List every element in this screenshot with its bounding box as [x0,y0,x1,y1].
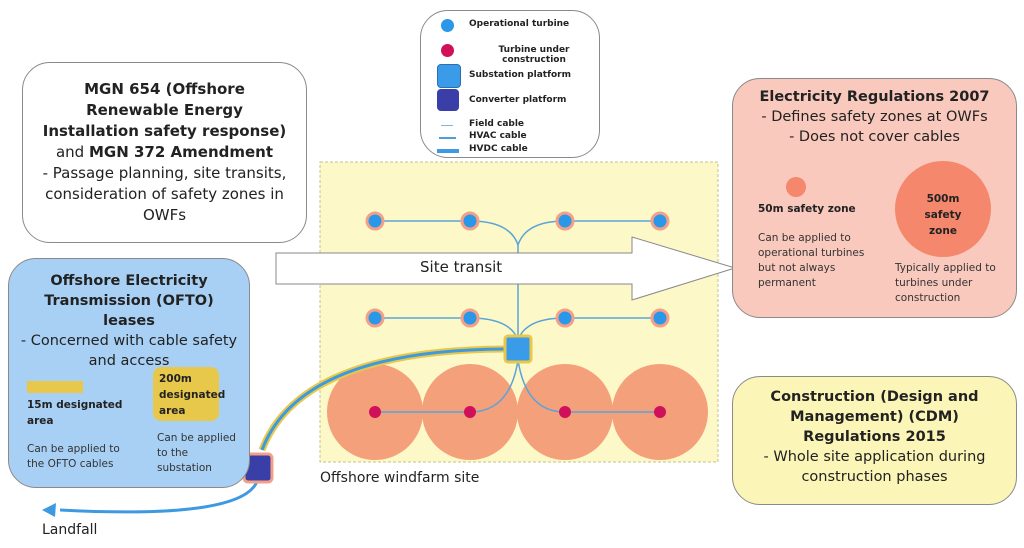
substation-icon [437,64,461,88]
legend: Operational turbine Turbine under constr… [420,10,600,158]
mgn-amendment: MGN 372 Amendment [88,143,274,161]
mgn-box: MGN 654 (Offshore Renewable Energy Insta… [22,62,307,243]
windfarm-site-label: Offshore windfarm site [320,470,480,486]
ofto-title: Offshore Electricity Transmission (OFTO)… [44,273,214,329]
field-cable-icon [441,125,453,126]
50m-zone-label: 50m safety zone [758,203,856,215]
ofto-box: Offshore Electricity Transmission (OFTO)… [8,258,250,488]
landfall-arrowhead [42,503,56,517]
cdm-desc: - Whole site application during construc… [763,449,986,485]
50m-zone-icon [786,177,806,197]
electricity-regulations-box: Electricity Regulations 2007 - Defines s… [732,78,1017,318]
legend-field-cable: Field cable [469,119,525,129]
landfall-cable [59,477,260,514]
mgn-title: MGN 654 (Offshore Renewable Energy Insta… [42,80,287,140]
elec-title: Electricity Regulations 2007 [759,89,990,105]
mgn-desc: - Passage planning, site transits, consi… [42,164,287,224]
legend-hvdc: HVDC cable [469,144,528,154]
legend-hvac: HVAC cable [469,131,527,141]
legend-operational: Operational turbine [469,19,570,29]
substation-platform [503,334,533,364]
hvdc-cable [260,347,506,451]
hvdc-cable-icon [437,149,459,153]
site-transit-label: Site transit [420,258,503,276]
cdm-box: Construction (Design and Management) (CD… [732,376,1017,505]
construction-turbines [369,406,666,418]
15m-zone-desc: Can be applied to the OFTO cables [27,443,120,470]
hvac-cable-icon [439,137,456,139]
elec-line2: - Does not cover cables [789,129,960,145]
mgn-and: and [55,143,89,161]
200m-zone-label: 200m designated area [153,367,225,421]
500m-zone-circle: 500m safety zone [895,161,991,257]
15m-zone-swatch [27,381,83,393]
200m-zone-desc: Can be applied to the substation [157,432,236,474]
site-transit-arrow [275,236,737,301]
operational-turbine-icon [441,19,454,32]
50m-zone-desc: Can be applied to operational turbines b… [758,232,865,289]
elec-line1: - Defines safety zones at OWFs [761,109,988,125]
construction-turbine-icon [441,44,454,57]
operational-turbines [365,211,670,328]
converter-icon [437,89,459,111]
legend-converter: Converter platform [469,95,567,105]
cdm-title: Construction (Design and Management) (CD… [770,389,979,445]
ofto-desc: - Concerned with cable safety and access [20,333,238,369]
legend-construction: Turbine under construction [498,45,570,65]
legend-substation: Substation platform [469,70,571,80]
15m-zone-label: 15m designated area [27,399,123,427]
landfall-label: Landfall [42,522,98,538]
500m-zone-desc: Typically applied to turbines under cons… [895,262,996,304]
